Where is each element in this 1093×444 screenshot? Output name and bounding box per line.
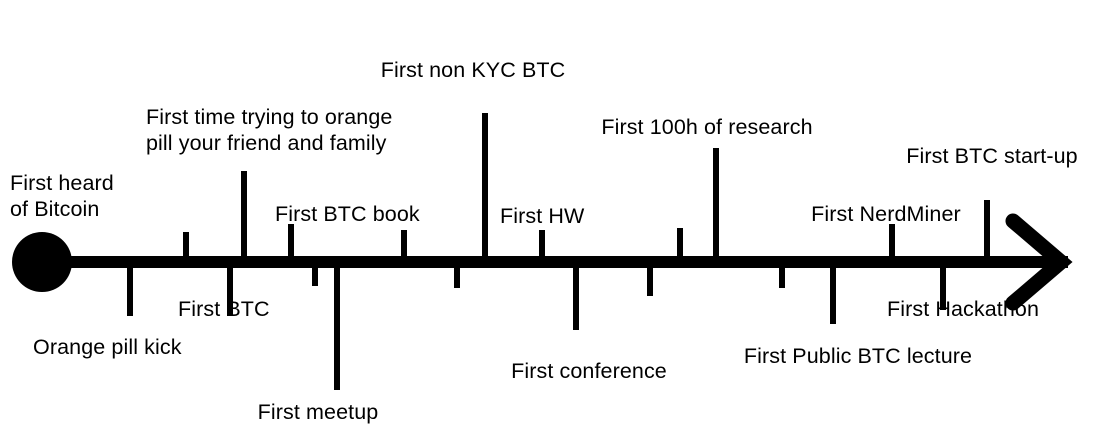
timeline-label-orange-pill-kick: Orange pill kick xyxy=(33,335,182,359)
timeline-label-first-hackathon: First Hackathon xyxy=(886,297,1040,321)
timeline-label-first-conference: First conference xyxy=(511,359,667,383)
timeline-tick-first-100h-of-research xyxy=(713,148,719,256)
timeline-label-first-100h-of-research: First 100h of research xyxy=(601,115,813,139)
timeline-tick-first-meetup xyxy=(334,268,340,390)
timeline-tick-tick-unlabeled-2 xyxy=(312,268,318,286)
timeline-label-first-time-orange-pill: First time trying to orange pill your fr… xyxy=(146,105,393,155)
timeline-tick-tick-unlabeled-3 xyxy=(401,230,407,256)
timeline-tick-tick-unlabeled-5 xyxy=(647,268,653,296)
timeline-tick-first-public-btc-lecture xyxy=(830,268,836,324)
timeline-tick-first-btc-book xyxy=(288,224,294,256)
timeline-tick-first-hackathon xyxy=(940,268,946,310)
timeline-tick-tick-unlabeled-4 xyxy=(454,268,460,288)
timeline-tick-tick-unlabeled-7 xyxy=(779,268,785,288)
timeline-label-first-public-btc-lecture: First Public BTC lecture xyxy=(743,344,973,368)
timeline-label-first-meetup: First meetup xyxy=(257,400,379,424)
timeline-label-first-btc-book: First BTC book xyxy=(275,202,420,226)
timeline-label-first-nerdminer: First NerdMiner xyxy=(811,202,961,226)
timeline-tick-first-hw xyxy=(539,230,545,256)
timeline-tick-first-non-kyc-btc xyxy=(482,113,488,256)
timeline-tick-first-conference xyxy=(573,268,579,330)
timeline-tick-first-btc xyxy=(227,268,233,316)
timeline-tick-orange-pill-kick xyxy=(127,268,133,316)
timeline-tick-tick-unlabeled-6 xyxy=(677,228,683,256)
timeline-tick-first-time-orange-pill xyxy=(241,171,247,256)
timeline-axis-line xyxy=(60,256,1068,268)
timeline-label-first-heard-of-bitcoin: First heard of Bitcoin xyxy=(10,171,114,221)
timeline-tick-tick-unlabeled-1 xyxy=(183,232,189,256)
timeline-arrow-head-icon xyxy=(1005,213,1073,311)
timeline-label-first-hw: First HW xyxy=(500,204,585,228)
timeline-label-first-non-kyc-btc: First non KYC BTC xyxy=(380,58,566,82)
timeline-tick-first-btc-start-up xyxy=(984,200,990,256)
timeline-label-first-btc-start-up: First BTC start-up xyxy=(906,144,1078,168)
timeline-label-first-btc: First BTC xyxy=(178,297,270,321)
timeline-origin-dot xyxy=(12,232,72,292)
timeline-tick-first-nerdminer xyxy=(889,224,895,256)
